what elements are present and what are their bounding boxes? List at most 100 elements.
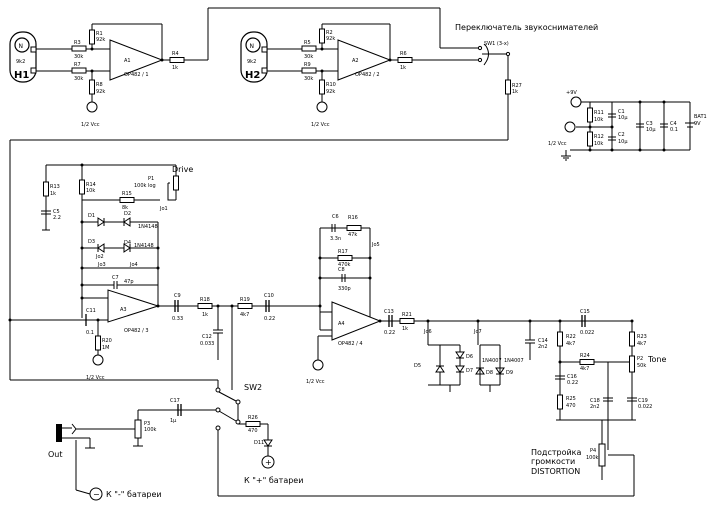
d4-val: 1N4148 [134, 243, 154, 249]
c5-ref: C5 [53, 209, 60, 215]
r16-ref: R16 [348, 215, 358, 221]
pickup-h2: N 9k2 H2 [240, 31, 338, 83]
c9-ref: C9 [174, 293, 181, 299]
d7-ref: D7 [466, 368, 473, 374]
diode-d1 [97, 217, 105, 227]
resistor-r3 [71, 45, 87, 52]
c8-val: 330p [338, 286, 351, 292]
r3-ref: R3 [74, 40, 81, 46]
potentiometer-p1[interactable] [173, 175, 179, 191]
output-jack [56, 423, 95, 490]
r26-val: 470 [248, 428, 258, 434]
resistor-r5 [301, 45, 317, 52]
r17-val: 470k [338, 262, 351, 268]
d10-val: 1N4007 [504, 358, 524, 364]
r21-ref: R21 [402, 312, 412, 318]
jo5-ref: Jo5 [371, 242, 380, 248]
d8-ref: D8 [486, 370, 493, 376]
battery-plus-label: К "+" батареи [244, 476, 303, 485]
r9-ref: R9 [304, 62, 311, 68]
r24-ref: R24 [580, 353, 590, 359]
r4-ref: R4 [172, 51, 179, 57]
resistor-r6 [397, 57, 413, 63]
out-label: Out [48, 450, 63, 459]
potentiometer-p4[interactable] [598, 443, 606, 467]
c14-val: 2n2 [538, 344, 548, 350]
r6-val: 1k [400, 65, 406, 71]
d2-ref: D2 [124, 211, 131, 217]
a3-ref: A3 [120, 307, 127, 313]
c17-ref: C17 [170, 398, 180, 404]
a4-ref: A4 [338, 321, 345, 327]
c7-ref: C7 [112, 275, 119, 281]
resistor-r22 [557, 331, 563, 347]
pickup-switch-label: Переключатель звукоснимателей [455, 23, 598, 32]
r11-ref: R11 [594, 110, 604, 116]
d4-ref: D4 [124, 240, 131, 246]
h2-label: H2 [245, 70, 260, 81]
d11-ref: D11 [254, 440, 264, 446]
a4-val: OP482 / 4 [338, 341, 363, 347]
c17-val: 1μ [170, 418, 177, 424]
c10-val: 0.22 [264, 316, 275, 322]
c6-ref: C6 [332, 214, 339, 220]
c9-val: 0.33 [172, 316, 183, 322]
a2-ref: A2 [352, 58, 359, 64]
c1-val: 10μ [618, 115, 628, 121]
r1-ref: R1 [96, 31, 103, 37]
h1-label: H1 [14, 70, 29, 81]
r2-ref: R2 [326, 30, 333, 36]
plus9v-label: +9V [566, 90, 577, 96]
r7-val: 30k [74, 76, 83, 82]
c14-ref: C14 [538, 338, 548, 344]
r9-val: 30k [304, 76, 313, 82]
r11-val: 10k [594, 117, 603, 123]
c11-ref: C11 [86, 308, 96, 314]
resistor-r8 [89, 79, 95, 95]
p4-val: 100k [586, 455, 599, 461]
diode-d4 [123, 243, 131, 253]
led-d5 [435, 365, 445, 373]
r8-ref: R8 [96, 82, 103, 88]
c7-val: 47p [124, 279, 134, 285]
r18-val: 1k [202, 312, 208, 318]
r5-ref: R5 [304, 40, 311, 46]
r14-ref: R14 [86, 182, 96, 188]
vcc-label-a1: 1/2 Vcc [81, 122, 100, 128]
r12-ref: R12 [594, 134, 604, 140]
c5-val: 2.2 [53, 215, 61, 221]
r15-val: 8k [122, 205, 128, 211]
r25-ref: R25 [566, 396, 576, 402]
distortion-trim-line2: громкости [531, 457, 575, 466]
c19-val: 0.022 [638, 404, 652, 410]
c1-ref: C1 [618, 109, 625, 115]
resistor-r20 [95, 335, 101, 351]
jo4-ref: Jo4 [129, 262, 138, 268]
r10-ref: R10 [326, 82, 336, 88]
r5-val: 30k [304, 54, 313, 60]
opamp-a3 [107, 289, 160, 323]
r27-val: 1k [512, 89, 518, 95]
resistance-label: 9k2 [247, 59, 256, 65]
switch-sw1[interactable]: Переключатель звукоснимателей SW1 (3-x) [455, 23, 598, 66]
n-label: N [19, 43, 24, 50]
bat1-val: 9V [694, 121, 701, 127]
r19-ref: R19 [240, 297, 250, 303]
d9-ref: D9 [506, 370, 513, 376]
c16-ref: C16 [567, 374, 577, 380]
c15-val: 0.022 [580, 330, 594, 336]
vcc-label-a3: 1/2 Vcc [86, 375, 105, 381]
potentiometer-p2[interactable] [629, 355, 635, 373]
p2-ref: P2 [637, 356, 643, 362]
r1-val: 92k [96, 37, 105, 43]
a2-val: OP482 / 2 [355, 72, 380, 78]
potentiometer-p3[interactable] [134, 419, 142, 439]
svg-text:−: − [93, 490, 100, 499]
resistor-r1 [89, 29, 95, 45]
tone-label: Tone [647, 355, 666, 364]
r13-val: 1k [50, 191, 56, 197]
switch-sw2[interactable] [215, 387, 241, 431]
resistor-r25 [557, 394, 563, 410]
c3-val: 10μ [646, 127, 656, 133]
jo7-ref: Jo7 [473, 329, 482, 335]
